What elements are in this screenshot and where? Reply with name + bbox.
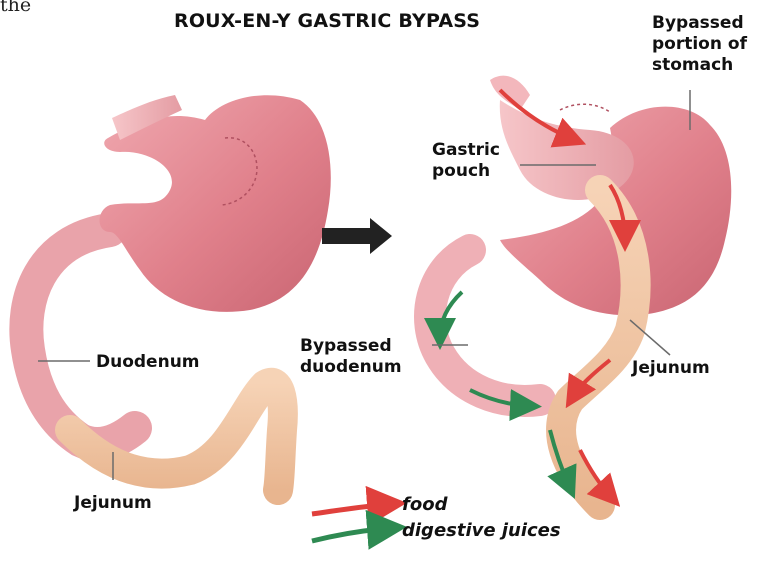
normal-anatomy xyxy=(26,95,330,490)
label-duodenum: Duodenum xyxy=(96,352,200,373)
label-bypassed-stomach: Bypassed portion of stomach xyxy=(652,13,747,76)
diagram-title: ROUX-EN-Y GASTRIC BYPASS xyxy=(174,11,480,32)
label-gastric-pouch: Gastric pouch xyxy=(432,140,500,182)
legend xyxy=(312,504,392,541)
legend-food-label: food xyxy=(402,494,447,515)
transition-arrow xyxy=(322,218,392,254)
legend-juice-arrow xyxy=(312,528,392,541)
legend-juices-label: digestive juices xyxy=(402,520,561,541)
legend-food-arrow xyxy=(312,504,392,514)
label-bypassed-duodenum: Bypassed duodenum xyxy=(300,336,402,378)
duodenum-tube xyxy=(26,230,135,444)
esophagus-bypass xyxy=(490,76,530,110)
label-jejunum-right: Jejunum xyxy=(632,358,710,379)
label-jejunum-left: Jejunum xyxy=(74,493,152,514)
bypassed-duodenum-tube xyxy=(430,250,540,401)
